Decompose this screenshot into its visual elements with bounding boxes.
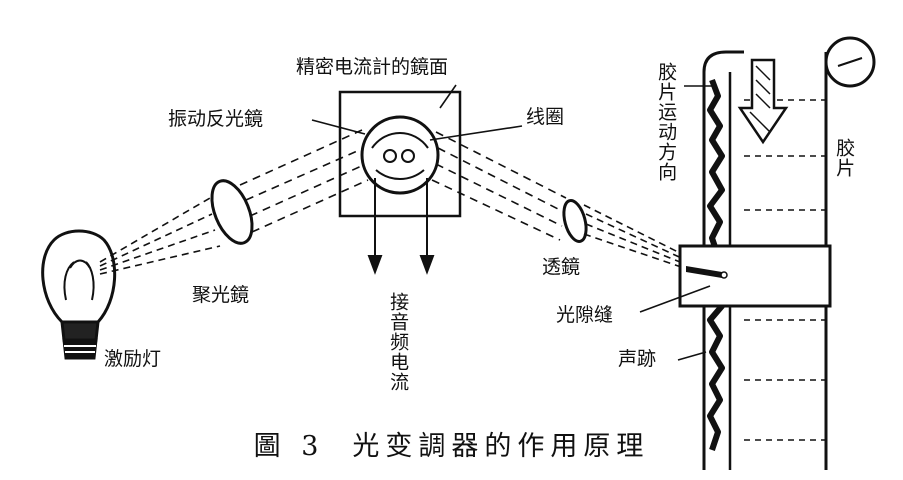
label-film-motion-direction: 胶片运动方向 [655, 62, 678, 182]
film-roller-icon [824, 36, 876, 88]
slit-aperture [720, 271, 728, 279]
light-beam-lamp-to-condenser [99, 197, 221, 275]
film-direction-arrow-hatch [749, 65, 771, 133]
label-lens: 透鏡 [542, 256, 581, 278]
label-vibrating-mirror: 振动反光鏡 [168, 108, 264, 130]
figure-title: 光变調器的作用原理 [352, 431, 650, 462]
figure-caption: 圖 3 光变調器的作用原理 [0, 424, 903, 463]
label-sound-track: 声跡 [618, 348, 657, 370]
label-galvanometer-mirror: 精密电流計的鏡面 [296, 56, 449, 78]
lens-icon [562, 199, 588, 243]
light-beam-lens-to-slit [583, 204, 691, 271]
audio-current-wires [367, 178, 435, 275]
label-exciter-lamp: 激励灯 [104, 348, 162, 370]
label-film: 胶片 [833, 138, 856, 178]
label-light-slit: 光隙缝 [556, 304, 614, 326]
condenser-lens-icon [210, 179, 254, 245]
light-beam-condenser-to-mirror [239, 129, 369, 233]
vibrating-mirror-icon [360, 115, 440, 195]
sound-track-band [707, 78, 725, 451]
galvanometer-frame [338, 90, 462, 218]
label-audio-current: 接音频电流 [387, 292, 410, 392]
label-coil: 线圈 [526, 106, 565, 128]
light-beam-mirror-to-lens [431, 131, 567, 241]
light-slit-icon [686, 266, 722, 278]
exciter-lamp-icon [41, 229, 117, 360]
label-condenser-lens: 聚光鏡 [192, 284, 250, 306]
label-pointers [311, 84, 712, 361]
figure-number: 圖 3 [253, 431, 325, 462]
slit-housing [678, 244, 832, 308]
